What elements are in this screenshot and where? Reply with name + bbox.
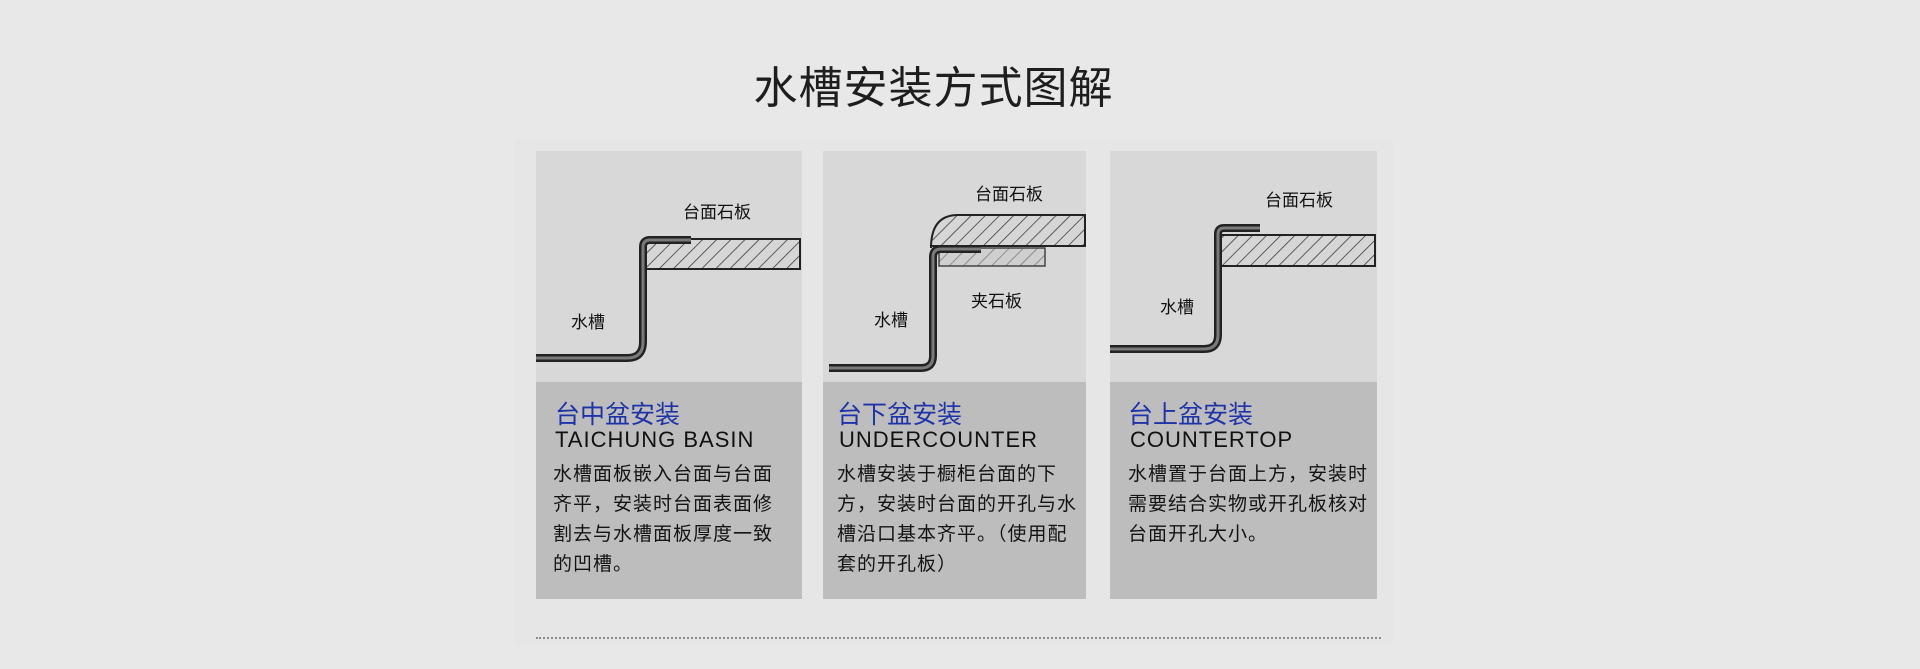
- label-countertop: 台面石板: [975, 185, 1043, 205]
- countertop-slab: [1219, 234, 1376, 267]
- card-title: 台上盆安装: [1128, 400, 1254, 429]
- label-sink: 水槽: [1160, 298, 1194, 318]
- sink-wall: [1110, 226, 1260, 351]
- card-countertop: 台面石板 水槽 台上盆安装 COUNTERTOP 水槽置于台面上方，安装时需要结…: [1110, 151, 1377, 599]
- card-description: 水槽面板嵌入台面与台面齐平，安装时台面表面修割去与水槽面板厚度一致的凹槽。: [553, 463, 774, 575]
- card-title: 台中盆安装: [555, 400, 681, 429]
- undercounter-diagram-svg: [829, 214, 1086, 372]
- label-sink: 水槽: [571, 313, 605, 333]
- card-subtitle: COUNTERTOP: [1130, 427, 1294, 452]
- taichung-basin-diagram-svg: [536, 236, 801, 362]
- card-taichung-basin: 台面石板 水槽 台中盆安装 TAICHUNG BASIN 水槽面板嵌入台面与台面…: [536, 151, 802, 599]
- label-sink: 水槽: [874, 311, 908, 331]
- countertop-slab: [930, 214, 1086, 249]
- label-countertop: 台面石板: [683, 203, 751, 223]
- diagram-taichung-basin: 台面石板 水槽: [536, 151, 802, 382]
- card-title: 台下盆安装: [837, 400, 963, 429]
- bottom-dotted-divider: [536, 637, 1381, 639]
- diagram-countertop: 台面石板 水槽: [1110, 151, 1377, 382]
- card-subtitle: TAICHUNG BASIN: [555, 427, 755, 452]
- label-countertop: 台面石板: [1265, 191, 1333, 211]
- card-description: 水槽安装于橱柜台面的下方，安装时台面的开孔与水槽沿口基本齐平。（使用配套的开孔板…: [837, 463, 1078, 575]
- sink-wall: [829, 247, 981, 370]
- countertop-diagram-svg: [1110, 224, 1376, 353]
- label-clamp: 夹石板: [971, 292, 1022, 312]
- card-subtitle: UNDERCOUNTER: [839, 427, 1038, 452]
- sink-wall: [536, 238, 691, 360]
- page-title: 水槽安装方式图解: [753, 63, 1114, 114]
- card-undercounter: 台面石板 夹石板 水槽 台下盆安装 UNDERCOUNTER 水槽安装于橱柜台面…: [823, 151, 1086, 599]
- diagram-undercounter: 台面石板 夹石板 水槽: [823, 151, 1086, 382]
- card-description: 水槽置于台面上方，安装时需要结合实物或开孔板核对台面开孔大小。: [1128, 463, 1369, 545]
